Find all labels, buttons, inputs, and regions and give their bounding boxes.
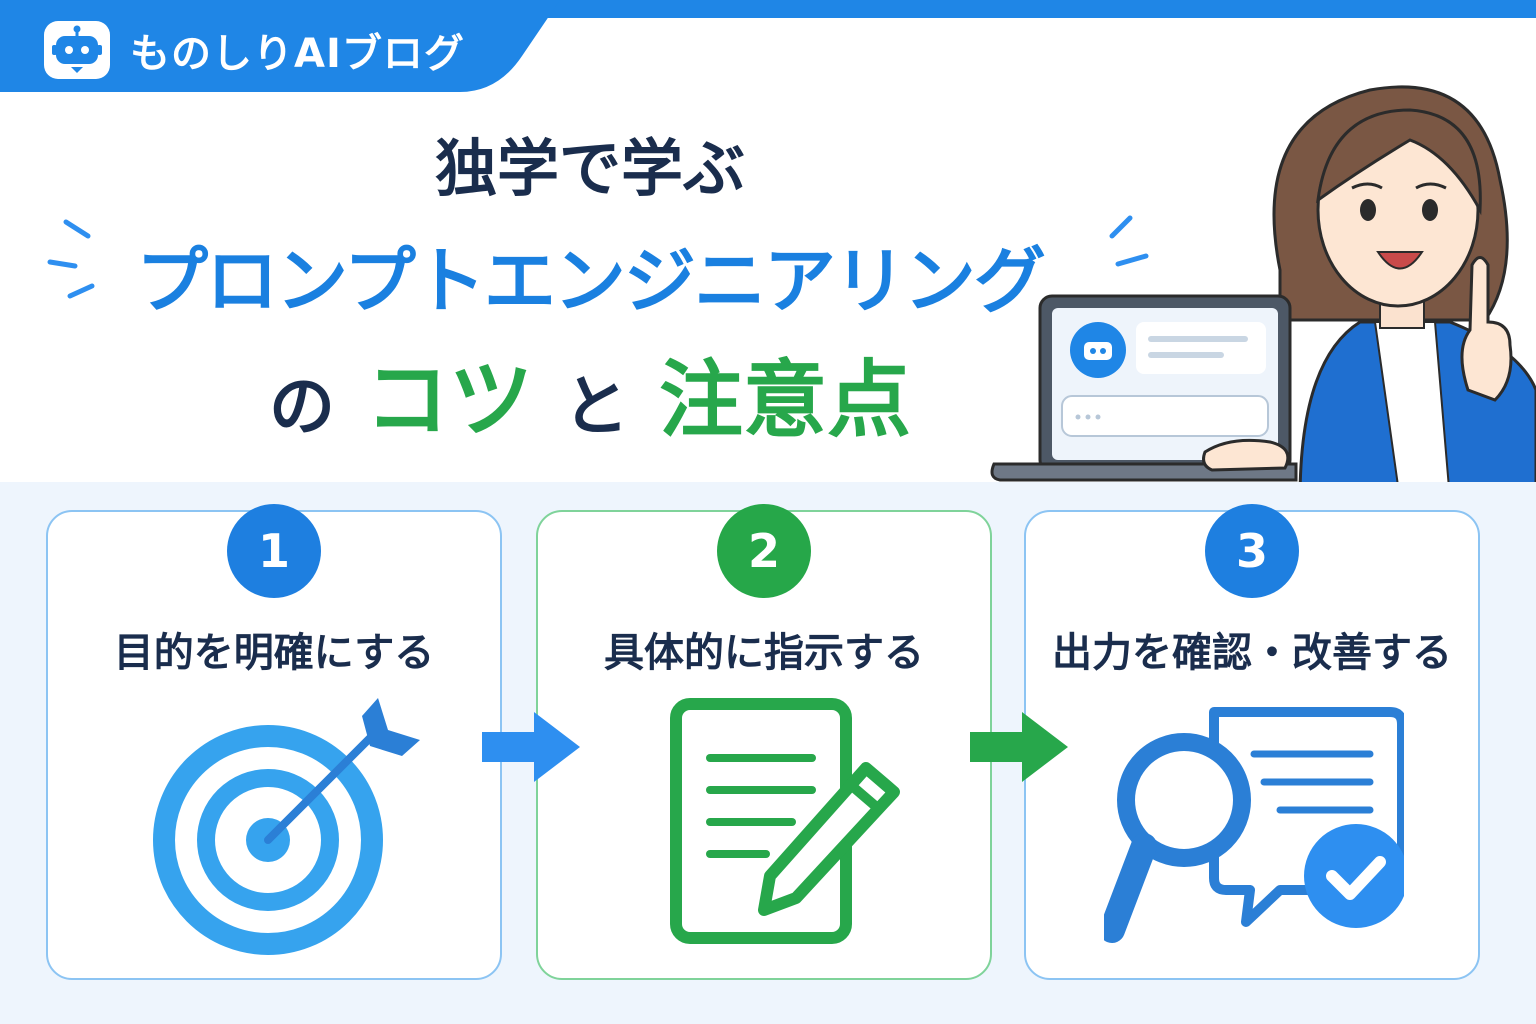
title-highlight-tips: コツ	[364, 351, 533, 449]
step-title: 出力を確認・改善する	[1052, 630, 1452, 676]
title-line-2: プロンプトエンジニアリング	[136, 239, 1046, 323]
step-number-badge: 3	[1205, 504, 1299, 598]
step-number-badge: 1	[227, 504, 321, 598]
step-card-2: 2 具体的に指示する	[536, 504, 992, 980]
step-number-badge: 2	[717, 504, 811, 598]
step-title: 具体的に指示する	[604, 630, 924, 676]
robot-icon	[44, 21, 110, 79]
brand-tab	[0, 0, 560, 92]
title-line-3: のコツと注意点	[0, 333, 1180, 454]
step-arrow-1	[482, 712, 580, 782]
brand[interactable]: ものしりAIブログ	[44, 20, 465, 80]
woman-with-laptop-illustration	[990, 85, 1536, 500]
step-title: 目的を明確にする	[113, 630, 435, 676]
magnifier-check-icon	[1104, 707, 1404, 943]
step-card-3: 3 出力を確認・改善する	[1024, 504, 1480, 980]
step-arrow-2	[970, 712, 1068, 782]
title-line-1: 独学で学ぶ	[434, 132, 745, 205]
document-pencil-icon	[670, 698, 900, 944]
target-icon	[153, 698, 420, 955]
title-highlight-cautions: 注意点	[659, 351, 912, 449]
brand-name: ものしりAIブログ	[130, 31, 465, 77]
title-line-3-prefix: の	[268, 368, 335, 445]
title-line-3-middle: と	[563, 368, 629, 445]
title-sparkles	[47, 215, 1149, 299]
step-card-1: 1 目的を明確にする	[46, 504, 502, 980]
